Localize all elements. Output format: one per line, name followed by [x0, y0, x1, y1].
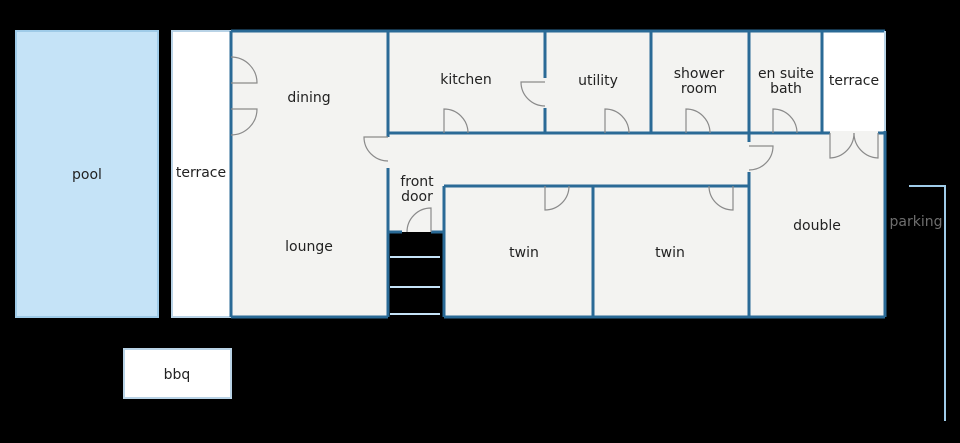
- walls: [229, 29, 887, 319]
- shower-room-label-line1: shower: [674, 66, 725, 82]
- en-suite-label-line2: bath: [770, 81, 802, 97]
- double-label: double: [793, 218, 841, 234]
- shower-room-label-line2: room: [681, 81, 717, 97]
- en-suite-label-line1: en suite: [758, 66, 814, 82]
- stairwell: [388, 232, 444, 317]
- twin-1-label: twin: [509, 245, 539, 261]
- kitchen-label: kitchen: [440, 72, 492, 88]
- doors: [230, 56, 879, 233]
- house-floor: [231, 31, 885, 317]
- pool-label: pool: [72, 167, 102, 183]
- lounge-label: lounge: [285, 239, 333, 255]
- terrace-east-label: terrace: [829, 73, 879, 89]
- front-door-label-line1: front: [400, 174, 434, 190]
- utility-label: utility: [578, 73, 618, 89]
- twin-2-label: twin: [655, 245, 685, 261]
- parking-boundary: [909, 185, 946, 421]
- dining-label: dining: [287, 90, 330, 106]
- pool: pool: [15, 30, 159, 318]
- terrace-west-label: terrace: [176, 165, 226, 181]
- bbq-label: bbq: [164, 367, 191, 383]
- parking-label: parking: [890, 214, 943, 230]
- front-door-label-line2: door: [401, 189, 433, 205]
- bbq: bbq: [123, 348, 232, 399]
- terrace-east: [822, 31, 885, 131]
- terrace-west: terrace: [171, 30, 232, 318]
